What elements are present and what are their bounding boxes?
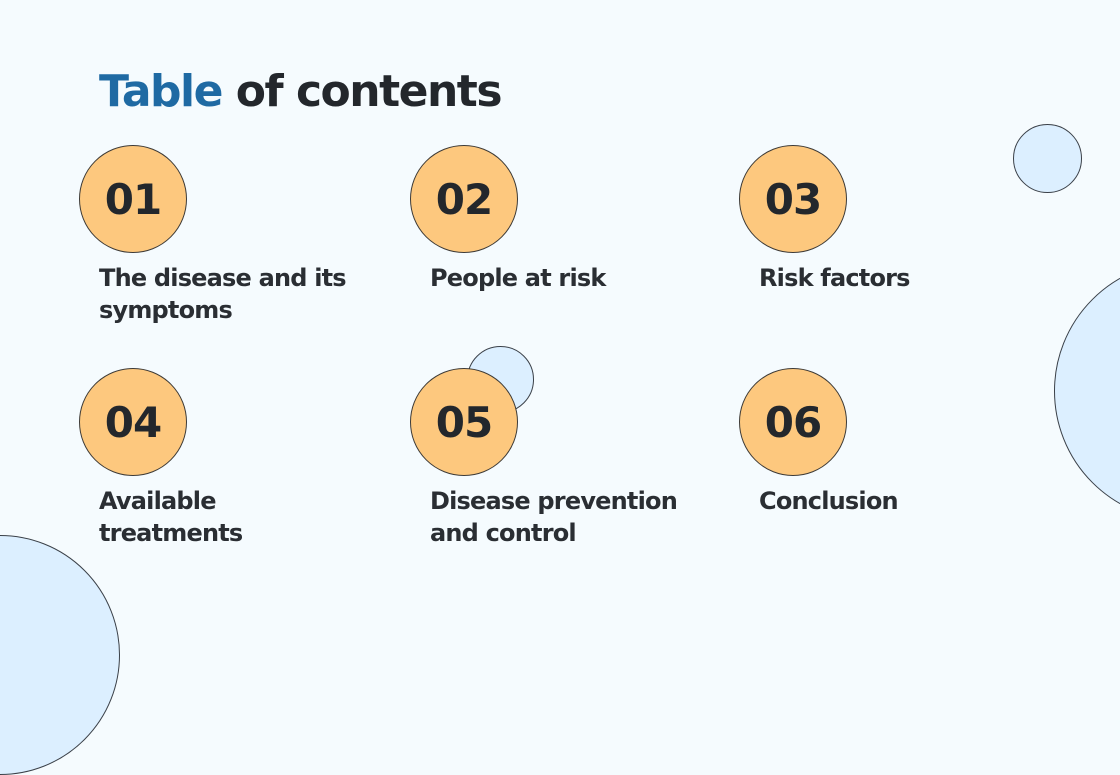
- title-rest: of contents: [235, 66, 503, 117]
- toc-item-label: The disease and its symptoms: [99, 264, 347, 324]
- title-highlight: Table: [99, 66, 223, 117]
- toc-item-label: Conclusion: [759, 487, 899, 515]
- decorative-circle-right: [1054, 261, 1120, 521]
- decorative-circle-top-right: [1013, 124, 1082, 193]
- page-title: Table of contents: [99, 66, 503, 117]
- toc-item-label: People at risk: [430, 264, 606, 292]
- number-badge: 04: [79, 368, 187, 476]
- number-badge: 06: [739, 368, 847, 476]
- number-badge: 05: [410, 368, 518, 476]
- toc-item-label: Available treatments: [99, 487, 243, 547]
- toc-item-label: Disease prevention and control: [430, 487, 678, 547]
- number-badge: 03: [739, 145, 847, 253]
- decorative-circle-bottom-left: [0, 535, 120, 775]
- number-badge: 02: [410, 145, 518, 253]
- number-badge: 01: [79, 145, 187, 253]
- toc-item-label: Risk factors: [759, 264, 910, 292]
